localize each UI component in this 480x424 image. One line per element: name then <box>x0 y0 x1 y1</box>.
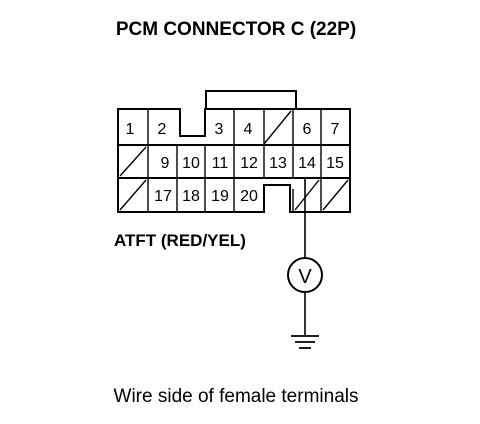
ground-icon <box>291 335 319 349</box>
slash-cell-16 <box>119 179 147 211</box>
wire-label: ATFT (RED/YEL) <box>114 231 246 250</box>
pin-number: 15 <box>326 155 344 172</box>
slash-cell-5 <box>263 110 292 145</box>
pin-number: 10 <box>182 155 200 172</box>
pin-number: 7 <box>331 121 340 138</box>
pin-number: 12 <box>240 155 258 172</box>
pin-number: 13 <box>269 155 287 172</box>
diagram-caption: Wire side of female terminals <box>114 386 359 407</box>
pin-number: 6 <box>303 121 312 138</box>
slash-cell-8 <box>119 146 147 177</box>
voltmeter: V <box>287 257 323 293</box>
connector-cell-dividers <box>147 109 322 212</box>
pin-number: 14 <box>298 155 316 172</box>
pin-number: 11 <box>212 155 229 172</box>
pin-number: 19 <box>211 188 229 205</box>
voltmeter-symbol: V <box>298 266 312 288</box>
pin-number: 4 <box>244 121 253 138</box>
connector-body <box>117 108 351 213</box>
unused-terminal-slashes <box>119 110 349 211</box>
diagram-title: PCM CONNECTOR C (22P) <box>116 19 356 40</box>
pin-numbers: 1 2 3 4 6 7 9 10 11 12 13 14 15 17 18 19… <box>126 121 344 205</box>
pin-number: 3 <box>215 121 224 138</box>
slash-cell-22 <box>322 179 349 211</box>
pin-number: 1 <box>126 121 135 138</box>
pin-number: 18 <box>182 188 200 205</box>
pin-number: 20 <box>240 188 258 205</box>
pin-number: 17 <box>154 188 172 205</box>
pin-number: 9 <box>161 155 170 172</box>
pin-number: 2 <box>158 121 167 138</box>
slash-cell-21 <box>294 179 320 211</box>
connector-top-tab <box>205 90 297 109</box>
